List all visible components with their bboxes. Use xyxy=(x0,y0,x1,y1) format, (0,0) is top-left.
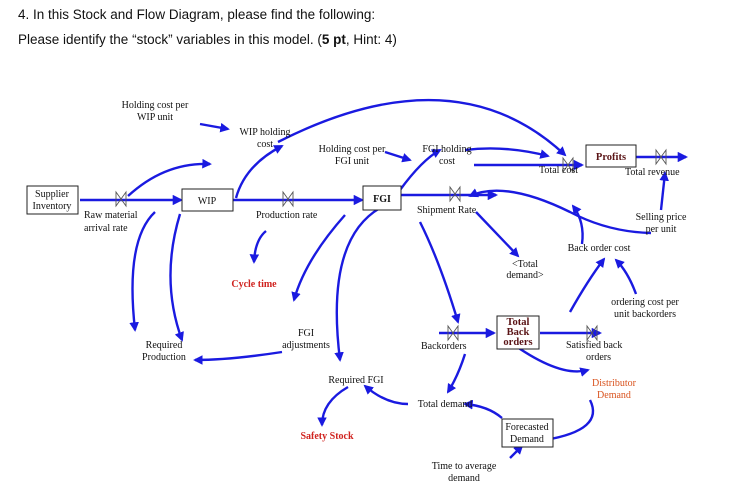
ordering-cost-per-unit-backorders-label: ordering cost per xyxy=(611,297,679,308)
svg-text:cost: cost xyxy=(439,156,455,167)
svg-text:demand: demand xyxy=(448,473,480,484)
question-hint: , Hint: 4) xyxy=(345,32,397,47)
question-line-2: Please identify the “stock” variables in… xyxy=(18,32,397,47)
svg-text:orders: orders xyxy=(586,352,611,363)
time-to-average-demand-label: Time to average xyxy=(432,461,497,472)
stock-profits: Profits xyxy=(585,144,637,168)
total-cost-label: Total cost xyxy=(539,165,578,176)
total-demand-shadow-label: <Total xyxy=(512,259,538,270)
svg-text:Inventory: Inventory xyxy=(33,201,72,212)
svg-text:Total: Total xyxy=(507,317,530,328)
holding-cost-per-wip-unit-label: Holding cost per xyxy=(122,100,189,111)
svg-text:cost: cost xyxy=(257,139,273,150)
svg-text:Production: Production xyxy=(142,352,186,363)
svg-text:FGI unit: FGI unit xyxy=(335,156,369,167)
backorders-label: Backorders xyxy=(421,341,467,352)
holding-cost-per-fgi-unit-label: Holding cost per xyxy=(319,144,386,155)
flow-labels: Raw material arrival rate Production rat… xyxy=(84,165,680,363)
safety-stock-label: Safety Stock xyxy=(300,431,353,442)
stock-forecasted-demand: Forecasted Demand xyxy=(501,418,554,448)
satisfied-back-orders-label: Satisfied back xyxy=(566,340,622,351)
svg-text:WIP unit: WIP unit xyxy=(137,112,173,123)
shipment-rate-label: Shipment Rate xyxy=(417,205,477,216)
svg-text:orders: orders xyxy=(503,337,532,348)
svg-text:Back: Back xyxy=(507,327,530,338)
total-demand-label: Total demand xyxy=(418,399,473,410)
svg-text:per unit: per unit xyxy=(646,224,677,235)
question-line-1: 4. In this Stock and Flow Diagram, pleas… xyxy=(18,7,376,22)
svg-text:unit backorders: unit backorders xyxy=(614,309,676,320)
stock-total-back-orders: Total Back orders xyxy=(496,315,540,350)
stock-supplier-inventory: Supplier Inventory xyxy=(26,185,79,215)
variable-labels: Holding cost per WIP unit WIP holding co… xyxy=(122,100,687,484)
cycle-time-label: Cycle time xyxy=(231,279,277,290)
fgi-adjustments-label: FGI xyxy=(298,328,314,339)
wip-holding-cost-label: WIP holding xyxy=(239,127,290,138)
distributor-demand-label: Distributor xyxy=(592,378,637,389)
question-text: Please identify the “stock” variables in… xyxy=(18,32,322,47)
stock-fgi: FGI xyxy=(362,185,402,211)
stock-wip: WIP xyxy=(181,188,234,212)
selling-price-per-unit-label: Selling price xyxy=(636,212,687,223)
causal-links xyxy=(127,98,669,459)
fgi-holding-cost-label: FGI holding xyxy=(422,144,471,155)
required-fgi-label: Required FGI xyxy=(328,375,383,386)
question-points: 5 pt xyxy=(321,32,346,47)
svg-text:Demand: Demand xyxy=(510,434,544,445)
required-production-label: Required xyxy=(146,340,183,351)
svg-text:FGI: FGI xyxy=(373,194,391,205)
svg-text:demand>: demand> xyxy=(506,270,544,281)
svg-text:WIP: WIP xyxy=(198,196,217,207)
svg-text:Supplier: Supplier xyxy=(35,189,70,200)
production-rate-label: Production rate xyxy=(256,210,318,221)
flow-valves xyxy=(115,148,667,342)
svg-text:arrival rate: arrival rate xyxy=(84,223,128,234)
svg-text:adjustments: adjustments xyxy=(282,340,330,351)
raw-material-arrival-rate-label: Raw material xyxy=(84,210,138,221)
svg-text:Profits: Profits xyxy=(596,152,626,163)
total-revenue-label: Total revenue xyxy=(625,167,680,178)
back-order-cost-label: Back order cost xyxy=(568,243,631,254)
svg-text:Demand: Demand xyxy=(597,390,631,401)
svg-text:Forecasted: Forecasted xyxy=(505,422,548,433)
